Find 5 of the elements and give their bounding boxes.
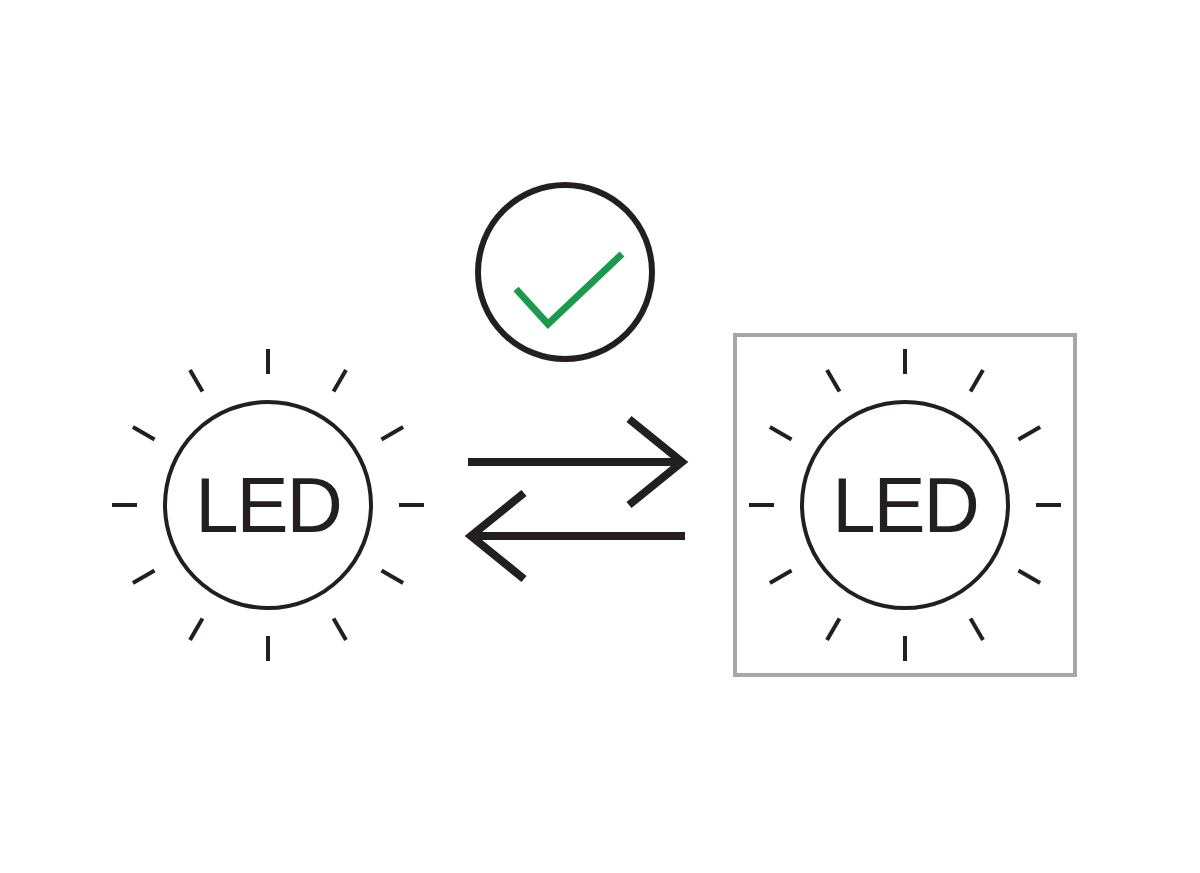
led-circle (800, 400, 1010, 610)
frame-box (733, 333, 1077, 677)
led-circle (163, 400, 373, 610)
led-label: LED (195, 466, 341, 544)
led-label: LED (832, 466, 978, 544)
